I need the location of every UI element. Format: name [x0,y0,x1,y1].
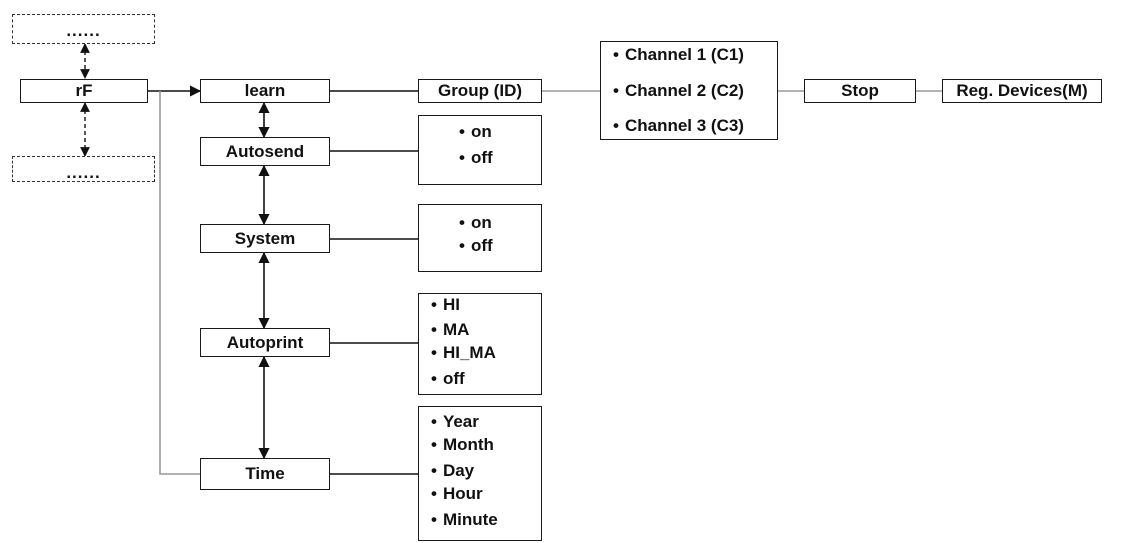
group-id-box[interactable]: Group (ID) [418,79,542,103]
menu-root-rf[interactable]: rF [20,79,148,103]
menu-item-system[interactable]: System [200,224,330,253]
option-item[interactable]: Minute [431,510,498,530]
option-item[interactable]: Year [431,412,479,432]
menu-sibling-above: ...... [12,14,155,44]
channel-option[interactable]: Channel 1 (C1) [613,45,744,65]
autosend-options-box: on off [418,115,542,185]
option-item[interactable]: Hour [431,484,483,504]
menu-item-autoprint[interactable]: Autoprint [200,328,330,357]
menu-item-time[interactable]: Time [200,458,330,490]
channel-option[interactable]: Channel 3 (C3) [613,116,744,136]
stop-box[interactable]: Stop [804,79,916,103]
reg-devices-box[interactable]: Reg. Devices(M) [942,79,1102,103]
menu-item-autosend[interactable]: Autosend [200,137,330,166]
option-item[interactable]: off [459,236,493,256]
option-item[interactable]: HI_MA [431,343,496,363]
rf-to-time-line [159,91,200,475]
channel-options-box: Channel 1 (C1) Channel 2 (C2) Channel 3 … [600,41,778,140]
option-item[interactable]: Month [431,435,494,455]
time-options-box: Year Month Day Hour Minute [418,406,542,541]
autoprint-options-box: HI MA HI_MA off [418,293,542,395]
option-item[interactable]: on [459,213,492,233]
option-item[interactable]: off [459,148,493,168]
option-item[interactable]: HI [431,295,460,315]
channel-option[interactable]: Channel 2 (C2) [613,81,744,101]
system-options-box: on off [418,204,542,272]
menu-sibling-below: ...... [12,156,155,182]
option-item[interactable]: off [431,369,465,389]
option-item[interactable]: MA [431,320,469,340]
menu-item-learn[interactable]: learn [200,79,330,103]
option-item[interactable]: Day [431,461,474,481]
option-item[interactable]: on [459,122,492,142]
